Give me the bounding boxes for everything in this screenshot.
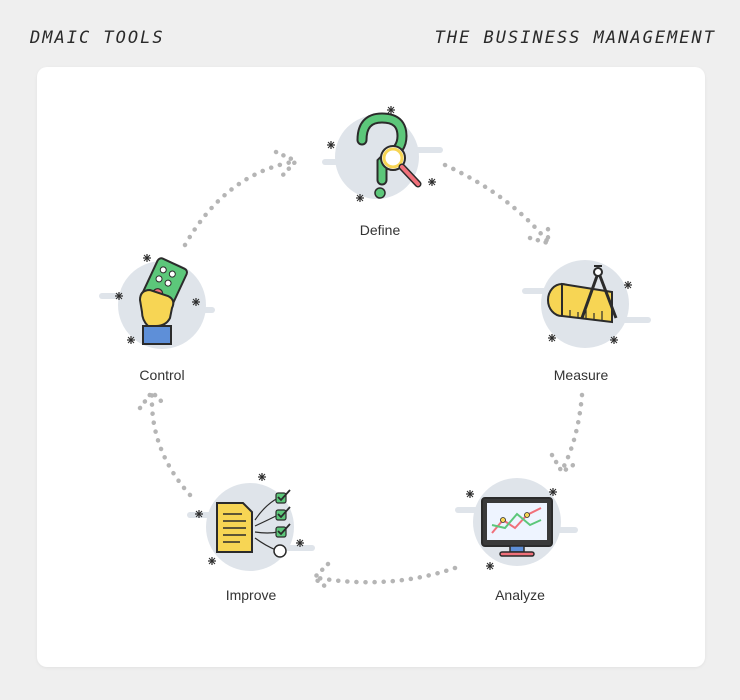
arrowhead-analyze bbox=[549, 452, 581, 476]
arrow-define-to-measure bbox=[442, 162, 551, 245]
arrowhead-measure bbox=[527, 221, 551, 246]
arrow-analyze-to-improve bbox=[315, 565, 458, 585]
question-magnifier-icon bbox=[322, 105, 443, 203]
monitor-chart-icon bbox=[455, 478, 578, 571]
arrowhead-control bbox=[137, 388, 169, 411]
step-label-improve: Improve bbox=[225, 587, 277, 603]
step-label-analyze: Analyze bbox=[495, 587, 545, 603]
step-label-define: Define bbox=[359, 222, 401, 238]
hand-remote-icon bbox=[99, 253, 215, 349]
header-right-title: THE BUSINESS MANAGEMENT bbox=[434, 28, 716, 48]
arrow-control-to-define bbox=[182, 159, 295, 248]
arrow-improve-to-control bbox=[149, 392, 193, 498]
document-checklist-icon bbox=[187, 472, 315, 571]
header-left-title: DMAIC TOOLS bbox=[30, 28, 165, 48]
arrow-heads bbox=[137, 149, 581, 593]
step-label-measure: Measure bbox=[553, 367, 609, 383]
arrowhead-define bbox=[273, 149, 300, 179]
arrow-measure-to-analyze bbox=[559, 392, 585, 473]
arrowhead-improve bbox=[310, 561, 333, 593]
step-label-control: Control bbox=[139, 367, 185, 383]
tape-compass-icon bbox=[522, 260, 651, 348]
cycle-arrows bbox=[149, 159, 585, 585]
